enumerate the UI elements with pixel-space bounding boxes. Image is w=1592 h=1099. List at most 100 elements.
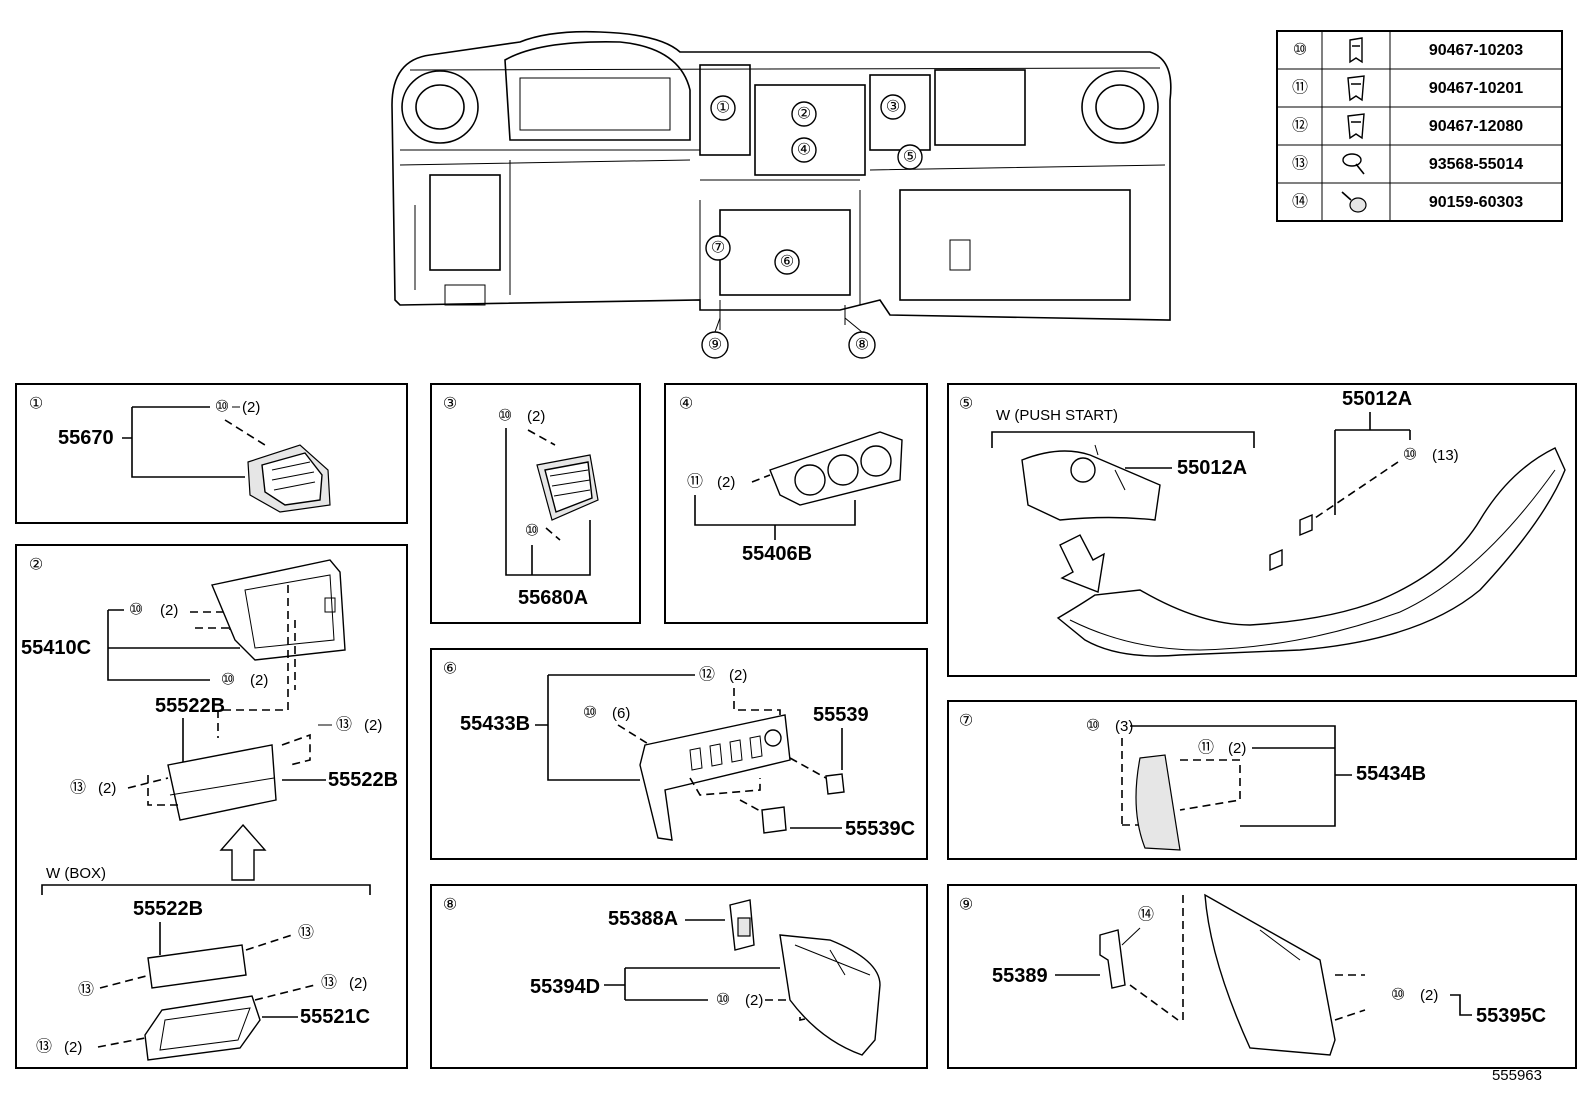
part-label: 55406B [742,543,812,565]
fastener-part-no: 90467-10201 [1429,80,1523,97]
screw-ref: ⑬ [336,716,352,734]
clip-qty: (2) [1228,740,1246,757]
panel-3: ③ ⑩ (2) ⑩ 55680A [430,383,641,624]
clip-ref: ⑩ [1086,718,1100,735]
side-cover-panel [1204,893,1336,1056]
callout-5: ⑤ [903,149,917,166]
panel-7: ⑦ ⑩ (3) ⑪ (2) 55434B [947,700,1577,860]
part-label: 55680A [518,587,588,609]
clip-icon [1347,75,1365,102]
part-label: 55389 [992,965,1048,987]
switch-panel [639,714,791,841]
screw-ref: ⑬ [78,981,94,999]
panel-number: ⑦ [959,713,973,730]
panel-4: ④ ⑪ (2) 55406B [664,383,928,624]
clip-icon [1349,37,1363,64]
clip-ref: ⑪ [1198,739,1214,757]
switch-blank [761,806,787,834]
variant-label: W (PUSH START) [996,407,1118,424]
storage-lid [167,744,277,821]
screw-qty: (2) [364,717,382,734]
part-label: 55434B [1356,763,1426,785]
clip-qty: (6) [612,705,630,722]
clip-qty: (2) [1420,987,1438,1004]
part-label: 55539C [845,818,915,840]
storage-box [144,995,261,1061]
part-label: 55012A [1177,457,1247,479]
clip-ref: ⑩ [129,602,143,619]
fastener-part-no: 90467-10203 [1429,42,1523,59]
screw-qty: (2) [98,780,116,797]
overview-callouts: ① ② ③ ④ ⑤ ⑥ ⑦ ⑧ ⑨ [701,94,923,359]
clip-qty: (13) [1432,447,1459,464]
callout-3: ③ [886,99,900,116]
callout-9: ⑨ [708,337,722,354]
figure-id: 555963 [1492,1067,1542,1084]
panel-number: ⑨ [959,897,973,914]
fastener-part-no: 90467-12080 [1429,118,1523,135]
panel-number: ① [29,396,43,413]
part-label: 55012A [1342,388,1412,410]
part-label: 55522B [133,898,203,920]
side-trim-panel [1135,754,1181,851]
fastener-ref: ⑪ [1292,79,1308,97]
part-label: 55394D [530,976,600,998]
clip-qty: (2) [242,399,260,416]
connector-bracket [729,899,755,951]
part-label: 55522B [155,695,225,717]
panel-5: ⑤ W (PUSH START) 55012A 55012A ⑩ (13) [947,383,1577,677]
panel-9: ⑨ ⑭ 55389 ⑩ (2) 55395C [947,884,1577,1069]
clip-qty: (2) [745,992,763,1009]
arrow-up-icon [219,823,267,881]
part-label: 55433B [460,713,530,735]
clip-ref: ⑫ [699,666,715,684]
screw-ref: ⑬ [36,1038,52,1056]
part-label: 55522B [328,769,398,791]
screw-icon [1341,191,1367,213]
variant-label: W (BOX) [46,865,106,882]
part-label: 55670 [58,427,114,449]
fastener-ref: ⑬ [1292,155,1308,173]
fastener-ref: ⑫ [1292,117,1308,135]
clip-ref: ⑩ [498,408,512,425]
display-bezel [211,559,346,661]
part-label: 55395C [1476,1005,1546,1027]
switch-blank [825,773,845,795]
dashboard-overview [391,30,1172,330]
callout-1: ① [716,100,730,117]
screw-qty: (2) [349,975,367,992]
clip-ref: ⑩ [525,523,539,540]
clip-ref: ⑪ [687,473,703,491]
panel-8: ⑧ 55388A 55394D ⑩ (2) [430,884,928,1069]
clip-qty: (2) [160,602,178,619]
callout-6: ⑥ [780,254,794,271]
storage-lid-box [147,944,247,989]
screw-icon [1342,153,1365,175]
fastener-part-no: 93568-55014 [1429,156,1523,173]
clip-qty: (2) [250,672,268,689]
part-label: 55521C [300,1006,370,1028]
callout-8: ⑧ [855,337,869,354]
clip-icon [1347,113,1365,140]
fastener-ref: ⑭ [1292,193,1308,211]
panel-1: ① 55670 ⑩ (2) [15,383,408,524]
panel-number: ③ [443,396,457,413]
bracket-part [1099,929,1126,989]
fastener-part-no: 90159-60303 [1429,194,1523,211]
panel-number: ② [29,557,43,574]
clip-qty: (2) [729,667,747,684]
screw-ref: ⑬ [321,974,337,992]
panel-6: ⑥ 55433B ⑫ (2) ⑩ (6) 55539 55539C [430,648,928,860]
panel-number: ⑤ [959,396,973,413]
climate-control-bezel [769,431,903,506]
screw-ref: ⑬ [298,924,314,942]
fastener-ref: ⑩ [1293,42,1307,59]
panel-2: ② 55410C ⑩ (2) ⑩ (2) 55522B 55522B ⑬ (2)… [15,544,408,1069]
screw-ref: ⑭ [1138,906,1154,924]
part-label: 55388A [608,908,678,930]
clip-ref: ⑩ [221,672,235,689]
arrow-down-icon [1059,534,1105,593]
air-vent-left [247,444,331,513]
push-start-panel [1021,444,1161,521]
